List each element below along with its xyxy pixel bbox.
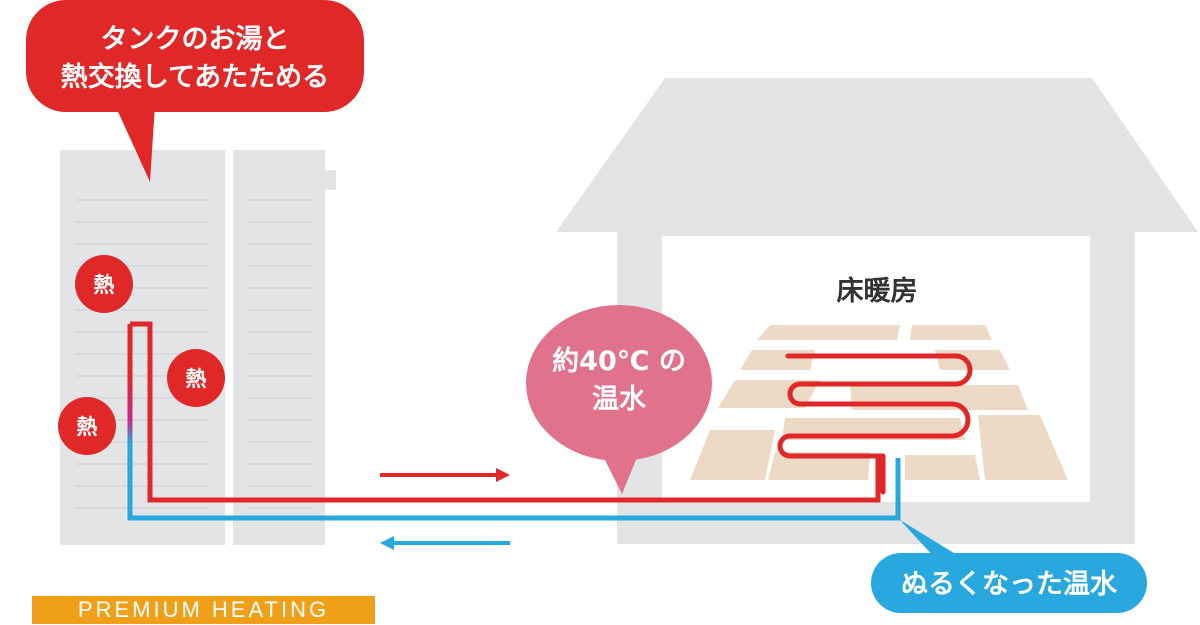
tank-unit	[60, 150, 336, 545]
flow-arrow-right	[380, 468, 510, 482]
tank-panel-right	[233, 150, 325, 545]
tank-lines	[75, 199, 312, 509]
callout-tank-bubble	[26, 0, 364, 112]
floor-tile	[905, 455, 980, 480]
callout-warm-pointer	[600, 450, 640, 494]
tank-panel-left	[60, 150, 225, 545]
floor-tile	[757, 325, 900, 340]
house-roof	[556, 78, 1198, 232]
callout-warm-line-2: 温水	[592, 384, 647, 415]
floor-heating-coil	[777, 353, 973, 495]
flow-arrow-left	[380, 536, 510, 550]
floor-tile	[935, 350, 1010, 370]
callout-cool-bubble	[871, 553, 1147, 613]
heat-badge: 熱	[167, 349, 225, 407]
premium-heating-badge: PREMIUM HEATING	[32, 596, 375, 624]
callout-tank-line-2: 熱交換してあたためる	[61, 61, 329, 93]
callout-warm-water: 約40℃ の 温水	[526, 305, 712, 494]
floor-tile	[690, 430, 775, 480]
callout-tank: タンクのお湯と 熱交換してあたためる	[26, 0, 364, 182]
floor-heating-label: 床暖房	[837, 275, 918, 307]
return-pipe	[200, 458, 901, 521]
heat-badge: 熱	[75, 255, 133, 313]
floor-tile	[740, 350, 815, 370]
callout-cool-water: ぬるくなった温水	[871, 520, 1147, 613]
tank-handle	[325, 170, 336, 190]
callout-cool-pointer	[900, 520, 962, 558]
callout-warm-line-1: 約40℃ の	[552, 345, 686, 377]
callout-tank-line-1: タンクのお湯と	[101, 24, 290, 55]
floor-tiles	[690, 325, 1068, 480]
heat-label: 熱	[94, 273, 115, 297]
heat-label: 熱	[186, 367, 207, 391]
callout-warm-bubble	[526, 305, 712, 461]
callout-cool-text: ぬるくなった温水	[901, 569, 1118, 600]
heat-badge: 熱	[58, 397, 116, 455]
heat-label: 熱	[77, 415, 98, 439]
floor-tile	[768, 452, 870, 480]
callout-tank-pointer	[115, 105, 155, 182]
floor-tile	[978, 415, 1068, 480]
floor-tile	[910, 325, 992, 340]
